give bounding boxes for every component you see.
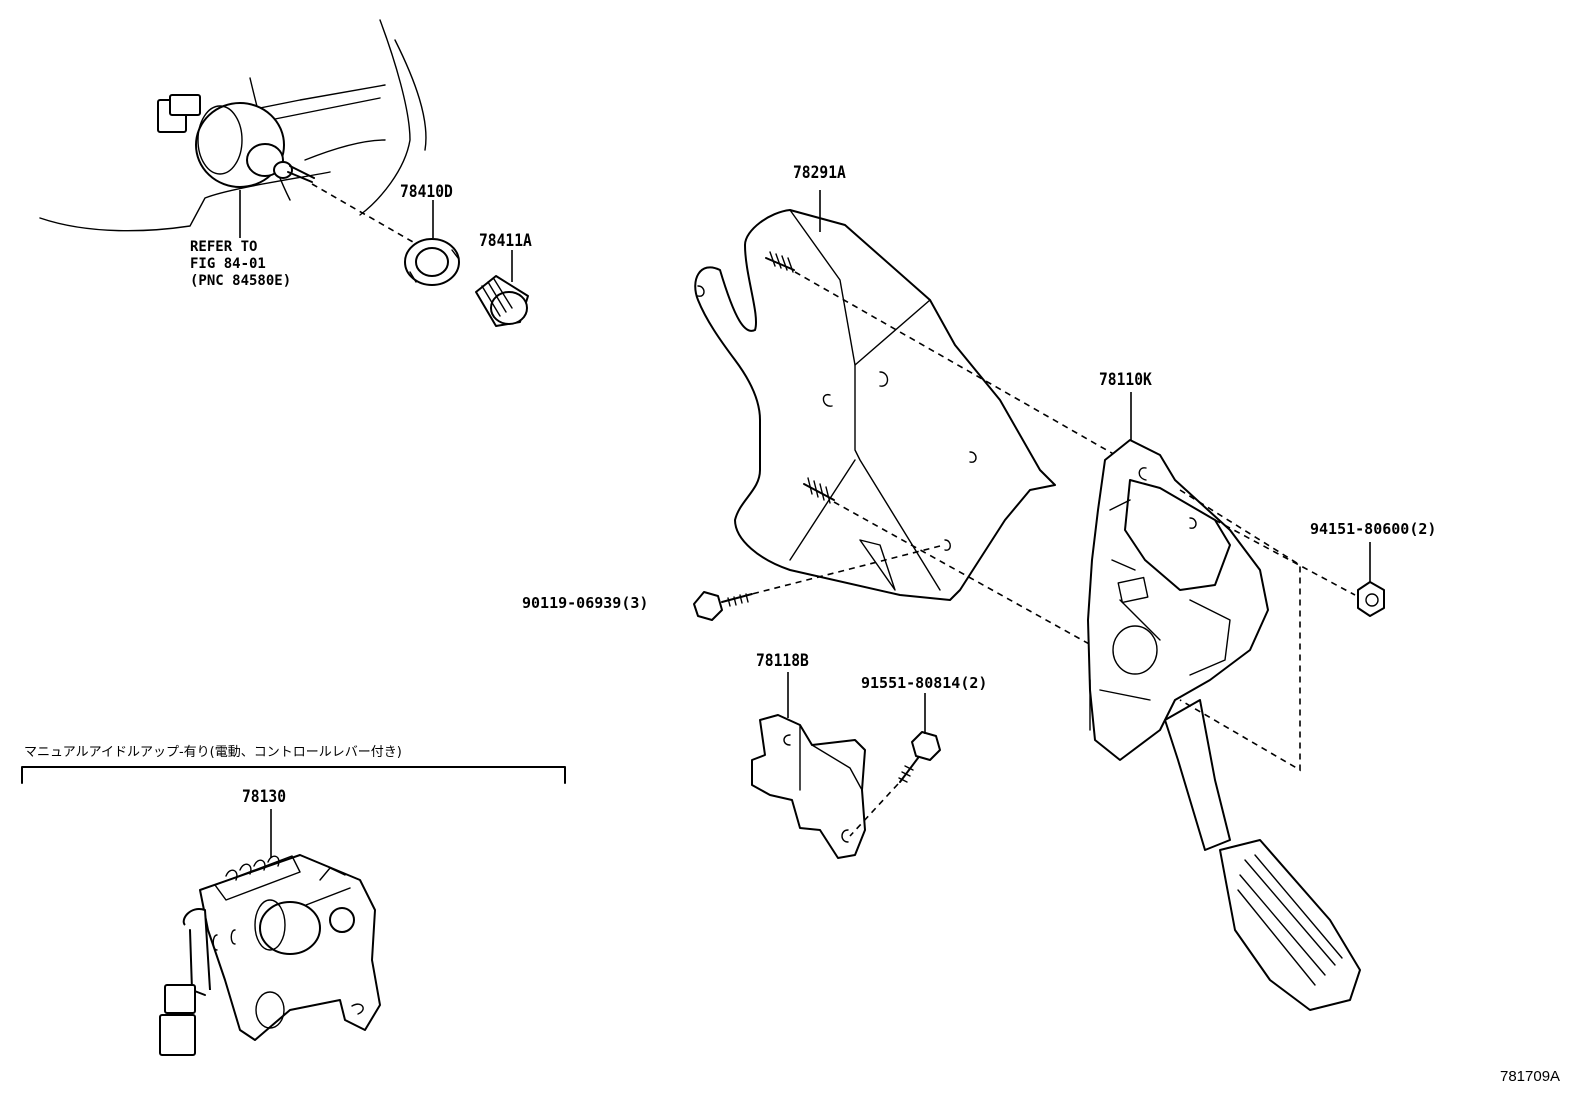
part-label-78291a: 78291A [793, 163, 846, 183]
note-bracket [21, 766, 566, 784]
bolt-90119 [693, 591, 753, 621]
part-label-78118b: 78118B [756, 651, 809, 671]
bracket-78291a [694, 209, 1056, 601]
idle-up-actuator-78130 [159, 854, 381, 1056]
cap-78411a [475, 275, 529, 327]
refer-note-line1: REFER TO [190, 239, 258, 255]
stop-lamp-switch [157, 94, 315, 188]
dash-bolt-91551 [849, 783, 899, 837]
japanese-variant-note: マニュアルアイドルアップ-有り(電動、コントロールレバー付き) [24, 745, 402, 760]
part-label-91551-80814: 91551-80814(2) [861, 674, 988, 692]
dash-nut-line [1214, 519, 1356, 596]
part-label-78411a: 78411A [479, 231, 532, 251]
part-label-78110k: 78110K [1099, 370, 1152, 390]
dash-upper-stud [794, 271, 1146, 473]
bolt-91551 [898, 731, 941, 783]
part-label-90119-06939: 90119-06939(3) [522, 594, 649, 612]
part-label-78130: 78130 [242, 787, 287, 807]
dash-lower-stud [833, 501, 1101, 651]
switch-dash-line [311, 183, 421, 247]
bracket-78118b [751, 714, 866, 859]
refer-note-line2: FIG 84-01 [190, 256, 266, 272]
refer-note-line3: (PNC 84580E) [190, 273, 292, 289]
part-label-94151-80600: 94151-80600(2) [1310, 520, 1437, 538]
figure-code: 781709A [1500, 1068, 1561, 1085]
lock-nut-78410d [404, 238, 460, 286]
dash-nut-outline [1179, 489, 1301, 772]
part-label-78410d: 78410D [400, 182, 453, 202]
pedal-assembly-78110k [1087, 439, 1361, 1011]
dash-panel-outline [39, 19, 427, 232]
nut-94151 [1357, 581, 1385, 617]
